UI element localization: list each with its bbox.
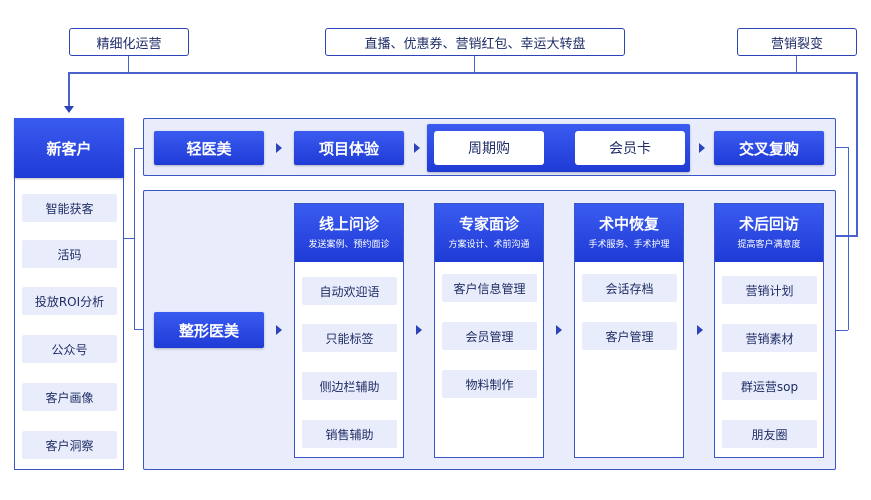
feedback-arrow-head xyxy=(64,106,74,113)
column-item[interactable]: 会员管理 xyxy=(442,322,537,350)
feedback-line-top xyxy=(68,72,858,74)
label-connector-1 xyxy=(128,55,129,72)
column-header: 专家面诊 方案设计、术前沟通 xyxy=(435,204,543,262)
cross-repurchase-button[interactable]: 交叉复购 xyxy=(714,131,824,165)
column-item[interactable]: 会话存档 xyxy=(582,274,677,302)
column-item[interactable]: 客户信息管理 xyxy=(442,274,537,302)
column-item[interactable]: 朋友圈 xyxy=(722,420,817,448)
feedback-line-right xyxy=(856,72,858,236)
arrow-right-icon xyxy=(414,143,420,153)
arrow-right-icon xyxy=(416,325,422,335)
right-bracket-vert xyxy=(848,147,849,330)
column-item[interactable]: 营销计划 xyxy=(722,276,817,304)
left-bracket-top xyxy=(134,148,143,149)
left-item[interactable]: 投放ROI分析 xyxy=(22,287,117,315)
label-fine-operation: 精细化运营 xyxy=(69,28,189,56)
plastic-surgery-button[interactable]: 整形医美 xyxy=(154,312,264,348)
arrow-right-icon xyxy=(699,143,705,153)
right-bracket-top xyxy=(836,147,848,148)
left-bracket-bottom xyxy=(134,329,143,330)
left-item[interactable]: 智能获客 xyxy=(22,194,117,222)
arrow-right-icon xyxy=(276,143,282,153)
column-item[interactable]: 物料制作 xyxy=(442,370,537,398)
label-connector-2 xyxy=(474,55,475,72)
label-marketing-fission: 营销裂变 xyxy=(737,28,857,56)
postop-followup-column: 术后回访 提高客户满意度 营销计划 营销素材 群运营sop 朋友圈 xyxy=(714,203,824,458)
column-item[interactable]: 自动欢迎语 xyxy=(302,277,397,305)
column-title: 专家面诊 xyxy=(458,215,519,233)
left-item[interactable]: 公众号 xyxy=(22,335,117,363)
column-header: 术后回访 提高客户满意度 xyxy=(715,204,823,262)
intraop-recovery-column: 术中恢复 手术服务、手术护理 会话存档 客户管理 xyxy=(574,203,684,458)
online-consult-column: 线上问诊 发送案例、预约面诊 自动欢迎语 只能标签 侧边栏辅助 销售辅助 xyxy=(294,203,404,458)
label-marketing-tools: 直播、优惠券、营销红包、幸运大转盘 xyxy=(325,28,625,56)
membership-card-button[interactable]: 会员卡 xyxy=(575,131,685,165)
column-item[interactable]: 销售辅助 xyxy=(302,420,397,448)
left-item[interactable]: 客户洞察 xyxy=(22,431,117,459)
arrow-right-icon xyxy=(276,325,282,335)
right-bracket-bottom xyxy=(836,330,848,331)
expert-consult-column: 专家面诊 方案设计、术前沟通 客户信息管理 会员管理 物料制作 xyxy=(434,203,544,458)
column-subtitle: 手术服务、手术护理 xyxy=(588,240,670,250)
column-title: 术后回访 xyxy=(738,215,799,233)
new-customer-panel: 新客户 智能获客 活码 投放ROI分析 公众号 客户画像 客户洞察 xyxy=(14,118,124,470)
light-cosmetic-button[interactable]: 轻医美 xyxy=(154,131,264,165)
column-header: 线上问诊 发送案例、预约面诊 xyxy=(295,204,403,262)
arrow-right-icon xyxy=(697,325,703,335)
periodic-purchase-button[interactable]: 周期购 xyxy=(434,131,544,165)
column-item[interactable]: 客户管理 xyxy=(582,322,677,350)
column-item[interactable]: 侧边栏辅助 xyxy=(302,372,397,400)
left-item[interactable]: 客户画像 xyxy=(22,383,117,411)
column-title: 线上问诊 xyxy=(318,215,379,233)
column-subtitle: 方案设计、术前沟通 xyxy=(448,240,530,250)
left-bracket-v xyxy=(134,148,135,329)
arrow-right-icon xyxy=(556,325,562,335)
label-connector-3 xyxy=(796,55,797,72)
left-bracket-h xyxy=(124,238,134,239)
column-item[interactable]: 只能标签 xyxy=(302,324,397,352)
project-experience-button[interactable]: 项目体验 xyxy=(294,131,404,165)
feedback-line-right-connector xyxy=(836,235,858,237)
left-item[interactable]: 活码 xyxy=(22,240,117,268)
column-subtitle: 提高客户满意度 xyxy=(737,240,801,250)
column-title: 术中恢复 xyxy=(598,215,659,233)
column-item[interactable]: 群运营sop xyxy=(722,372,817,400)
new-customer-title: 新客户 xyxy=(14,118,124,178)
feedback-line-left-down xyxy=(68,72,70,108)
column-header: 术中恢复 手术服务、手术护理 xyxy=(575,204,683,262)
column-subtitle: 发送案例、预约面诊 xyxy=(308,240,390,250)
column-item[interactable]: 营销素材 xyxy=(722,324,817,352)
